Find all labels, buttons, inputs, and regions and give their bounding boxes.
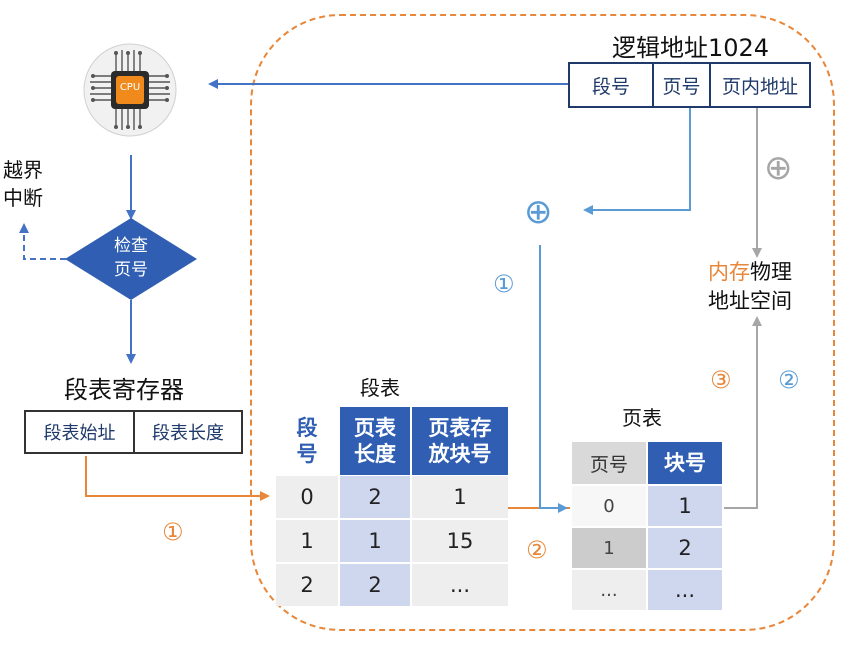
seg-row2-block: ... [412, 564, 508, 606]
seg-row0-length: 2 [340, 476, 410, 518]
cpu-chip: CPU [80, 40, 180, 140]
check-line2: 页号 [114, 260, 148, 280]
field-page-number: 页号 [652, 62, 711, 108]
segment-table-title: 段表 [360, 376, 400, 400]
seg-row1-segno: 1 [276, 520, 338, 562]
seg-row1-block: 15 [412, 520, 508, 562]
check-page-number-node: 检查 页号 [65, 218, 197, 300]
check-line1: 检查 [114, 236, 148, 256]
seg-row2-segno: 2 [276, 564, 338, 606]
pt-row1-block: 2 [648, 528, 722, 568]
seg-row1-length: 1 [340, 520, 410, 562]
seg-register-title: 段表寄存器 [64, 376, 184, 404]
pt-row0-page: 0 [572, 486, 646, 526]
pagenum-to-adder-arrow [583, 108, 691, 215]
field-segment-number: 段号 [568, 62, 654, 108]
translation-region [250, 14, 835, 631]
seg-header-pt-length: 页表长度 [340, 407, 410, 475]
step-orange-2: ② [526, 536, 548, 564]
overflow-interrupt-label: 越界 中断 [3, 156, 43, 212]
seg-row2-length: 2 [340, 564, 410, 606]
step-orange-1: ① [162, 518, 184, 546]
step-blue-2: ② [778, 366, 800, 394]
pt-header-page: 页号 [572, 442, 646, 484]
seg-row0-block: 1 [412, 476, 508, 518]
pt-row0-block: 1 [648, 486, 722, 526]
pt-header-block: 块号 [648, 442, 722, 484]
seg-header-pt-block: 页表存放块号 [412, 407, 508, 475]
seg-row0-segno: 0 [276, 476, 338, 518]
pt-row2-page: ... [572, 570, 646, 610]
page-table-title: 页表 [622, 406, 662, 430]
adder-to-pagetable-arrow [539, 245, 568, 513]
logical-address-title: 逻辑地址1024 [612, 34, 770, 62]
register-to-segtable-arrow [85, 456, 270, 501]
step-blue-1: ① [493, 270, 515, 298]
overflow-line2: 中断 [3, 186, 43, 210]
overflow-line1: 越界 [3, 158, 43, 182]
cpu-icon [83, 43, 177, 137]
pt-row2-block: ... [648, 570, 722, 610]
decision-diamond [65, 218, 197, 300]
step-orange-3: ③ [710, 366, 732, 394]
physical-memory-label: 内存物理 地址空间 [708, 258, 792, 316]
memory-rest: 物理 [750, 260, 792, 284]
memory-accent: 内存 [708, 260, 750, 284]
adder-gray-icon: ⊕ [764, 148, 793, 188]
pt-row1-page: 1 [572, 528, 646, 568]
check-to-overflow-arrow [19, 223, 66, 260]
cpu-label: CPU [119, 82, 141, 93]
seg-register-length: 段表长度 [133, 410, 243, 454]
field-page-offset: 页内地址 [709, 62, 811, 108]
pagetable-to-memory-arrow [724, 316, 762, 509]
seg-header-segno: 段号 [276, 407, 338, 475]
memory-line2: 地址空间 [708, 289, 792, 313]
adder-blue-icon: ⊕ [524, 192, 553, 232]
seg-register-base: 段表始址 [24, 410, 135, 454]
